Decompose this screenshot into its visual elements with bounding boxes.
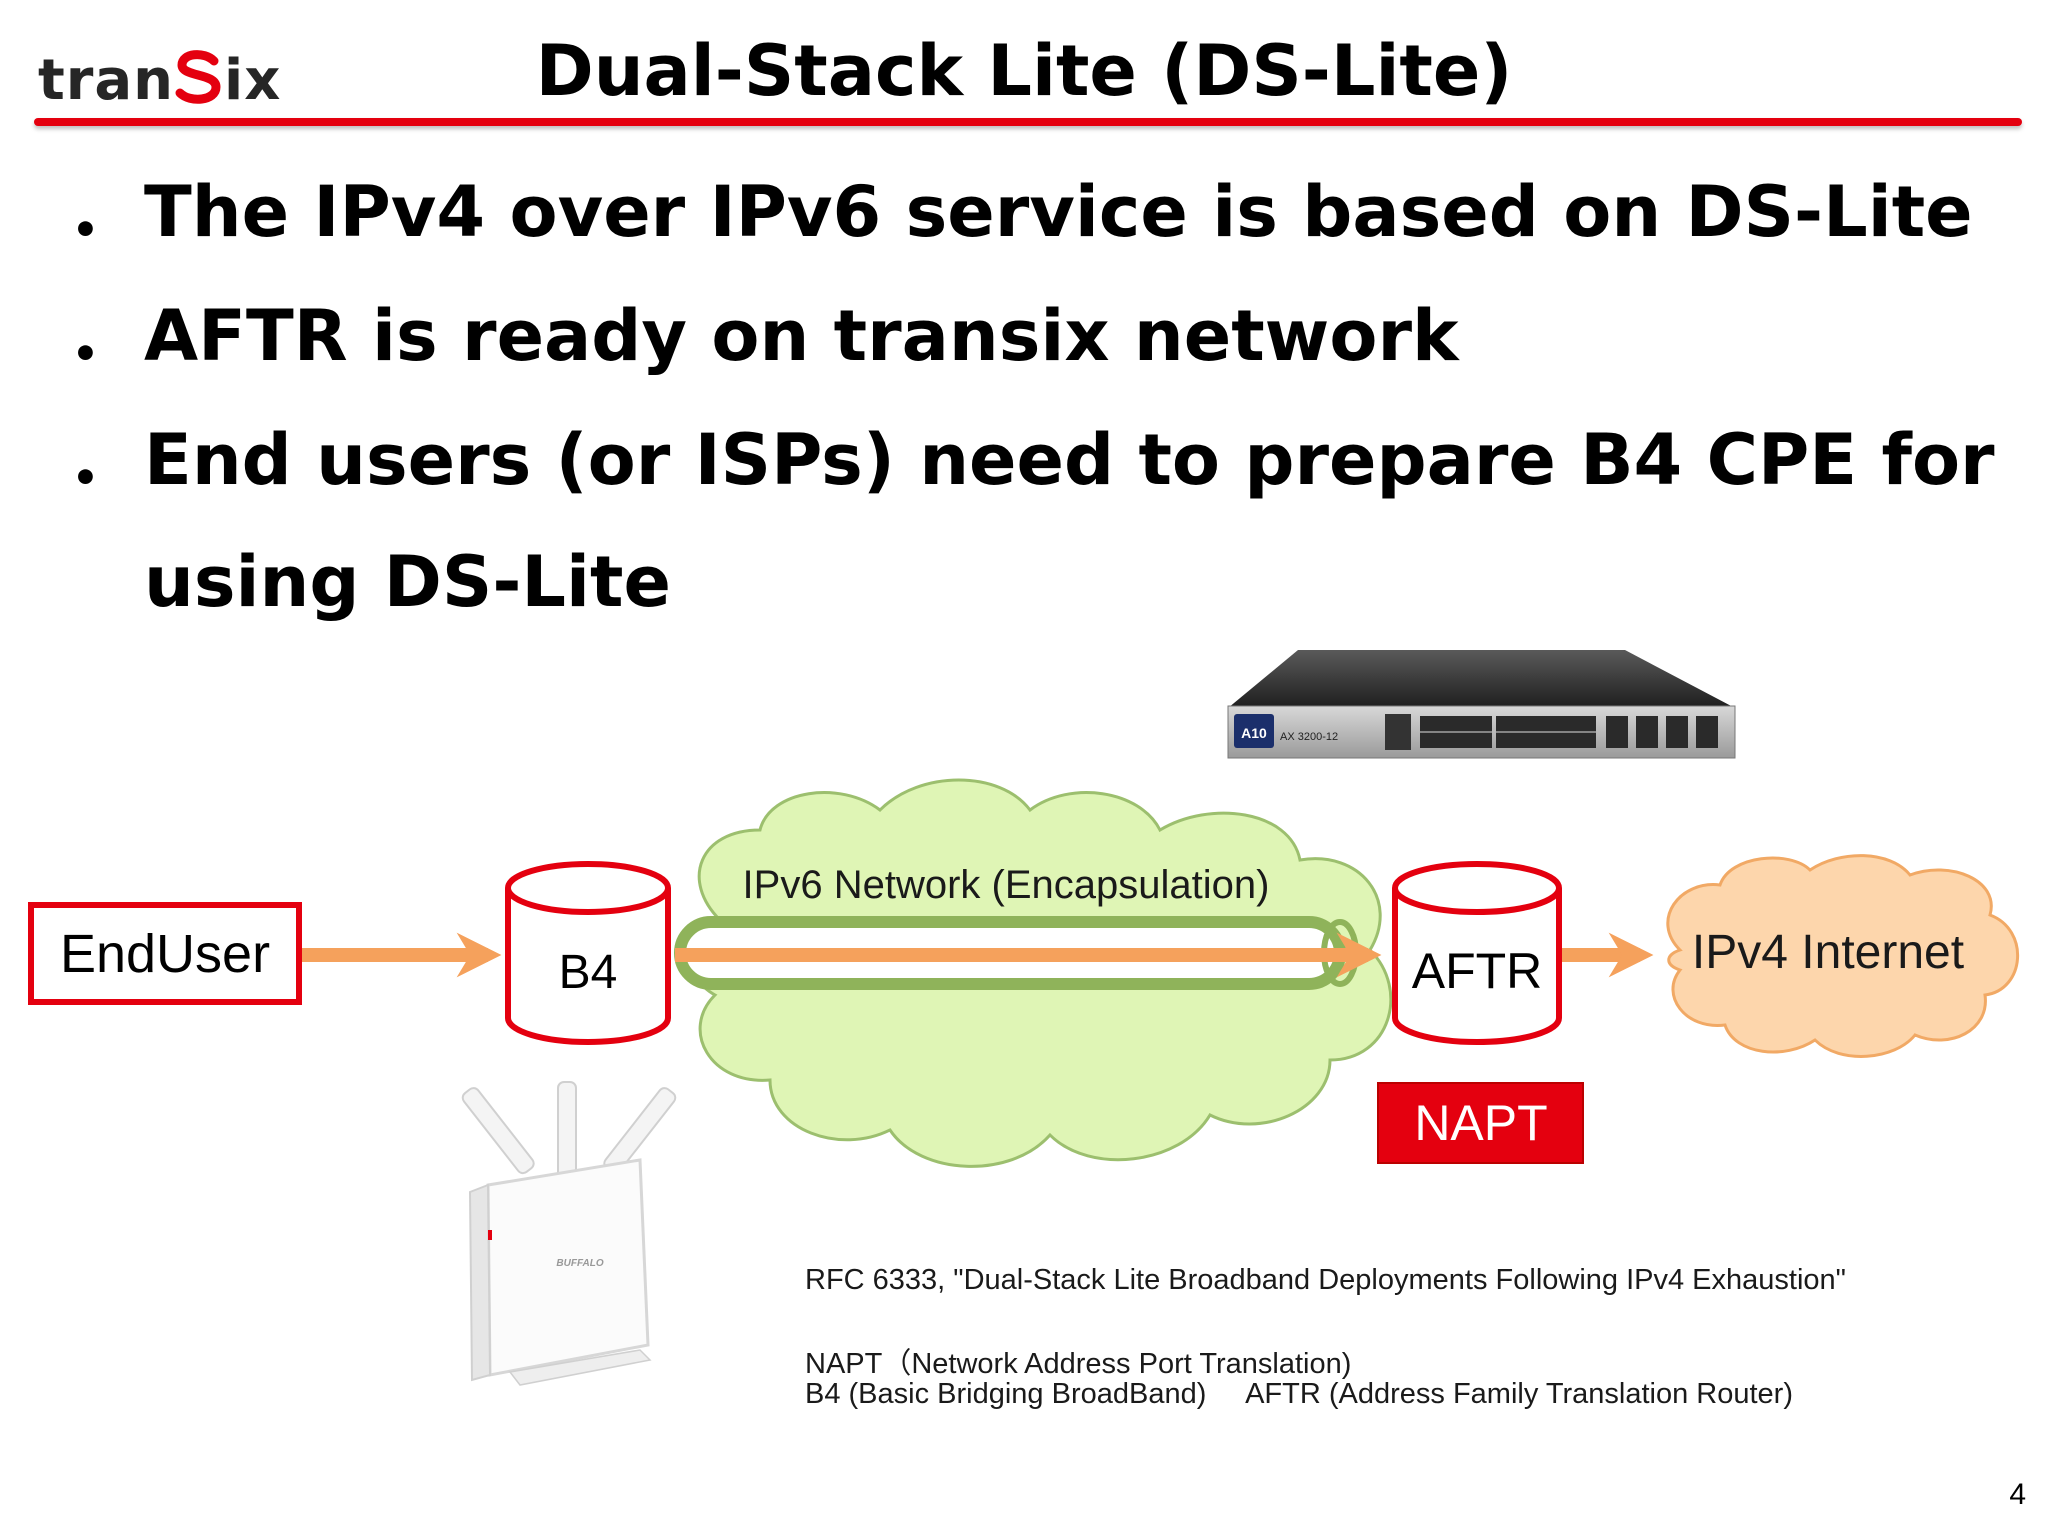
b4-label: B4 (559, 946, 618, 999)
ipv4-internet-label: IPv4 Internet (1692, 926, 1964, 979)
napt-definition-note: NAPT（Network Address Port Translation) (805, 1348, 1352, 1380)
transix-logo: tran ix (38, 48, 282, 113)
napt-label: NAPT (1414, 1095, 1547, 1151)
napt-box (1378, 1083, 1583, 1163)
logo-text: tran (38, 48, 175, 113)
b4-cylinder (505, 861, 671, 1045)
title-underline (34, 118, 2022, 126)
device-model-label: AX 3200-12 (1280, 731, 1338, 743)
rfc-reference-note: RFC 6333, "Dual-Stack Lite Broadband Dep… (805, 1264, 1846, 1296)
page-number: 4 (2009, 1478, 2026, 1511)
aftr-device-image: A10 AX 3200-12 (1227, 650, 1736, 759)
enduser-box (28, 902, 302, 1005)
svg-text:BUFFALO: BUFFALO (556, 1258, 603, 1269)
enduser-label: EndUser (60, 924, 270, 984)
b4-aftr-definition-note: B4 (Basic Bridging BroadBand) AFTR (Addr… (805, 1378, 1793, 1410)
logo-s-icon (175, 50, 221, 104)
svg-text:A10: A10 (1241, 725, 1267, 741)
page-title: Dual-Stack Lite (DS-Lite) (535, 30, 1513, 112)
aftr-label: AFTR (1412, 943, 1543, 999)
b4-cpe-router-image: BUFFALO (461, 1081, 677, 1386)
aftr-cylinder (1392, 861, 1562, 1045)
ipv4-internet-cloud (1666, 854, 2019, 1058)
ipv6-network-label: IPv6 Network (Encapsulation) (743, 863, 1270, 907)
